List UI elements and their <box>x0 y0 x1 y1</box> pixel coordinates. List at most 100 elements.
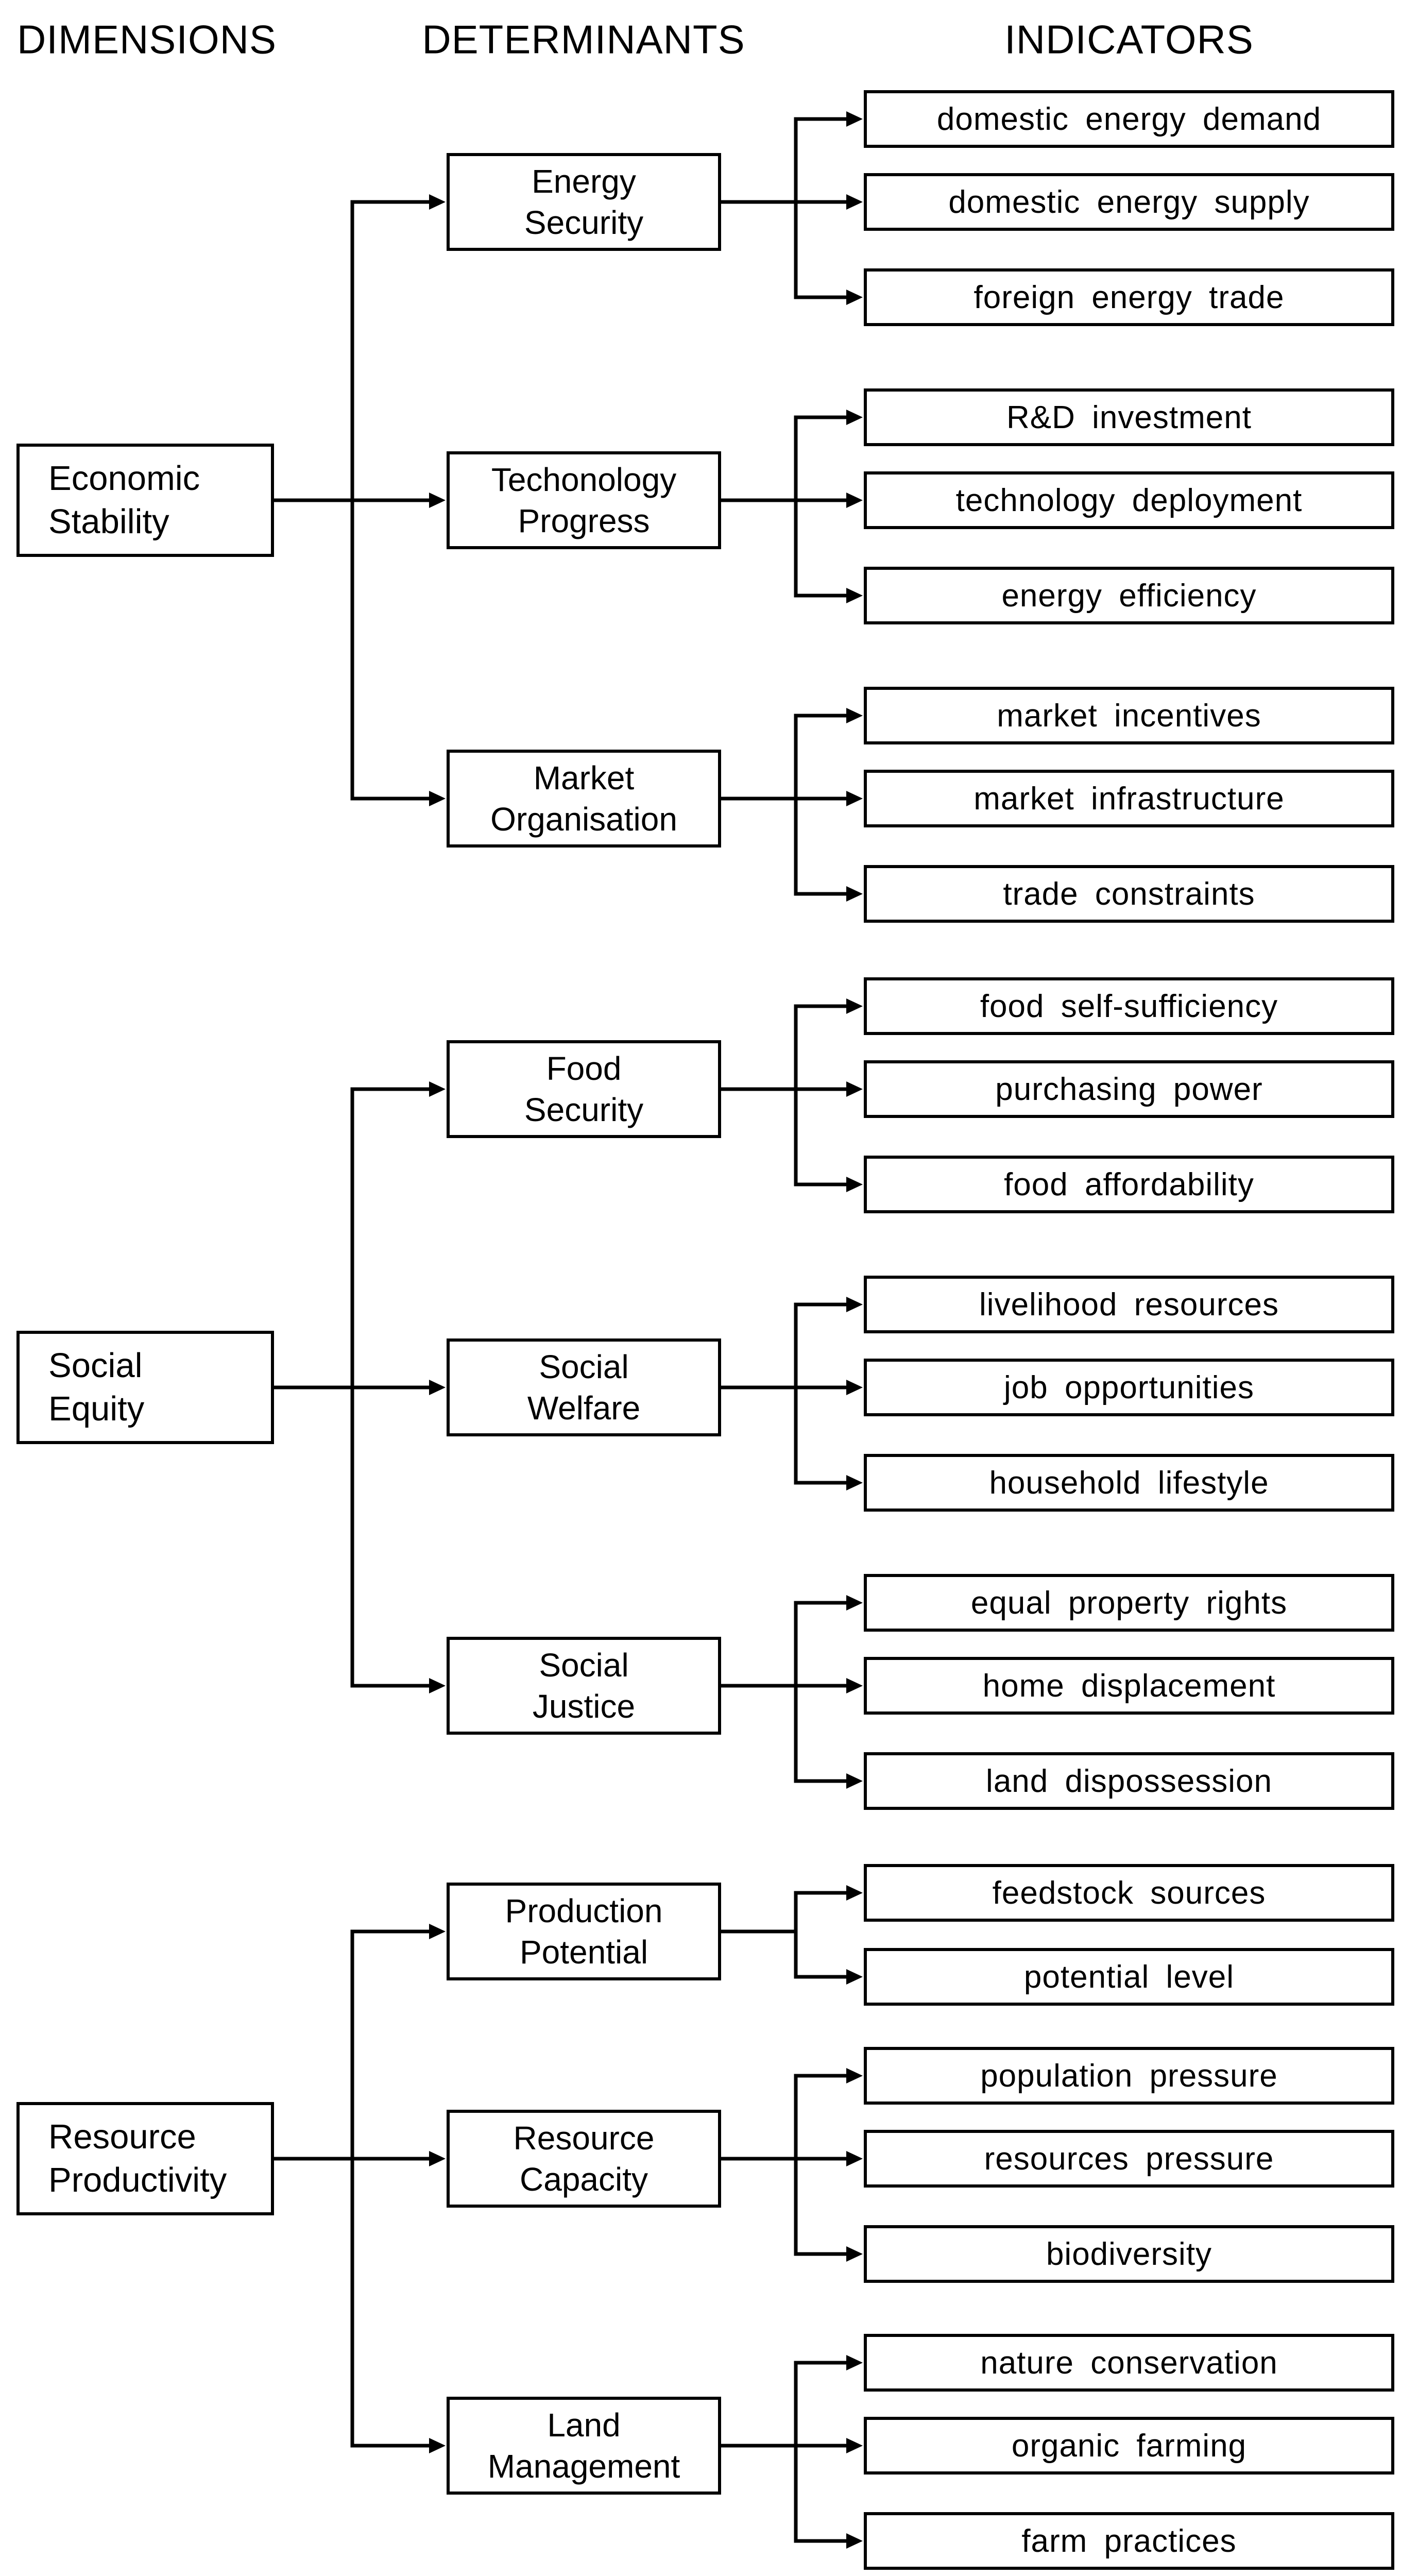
indicator-box: land dispossession <box>864 1752 1394 1810</box>
indicator-label: potential level <box>1023 1959 1235 1995</box>
indicator-label: population pressure <box>980 2058 1278 2094</box>
arrowhead-icon <box>846 1885 863 1901</box>
arrowhead-icon <box>846 2438 863 2453</box>
indicator-box: technology deployment <box>864 471 1394 529</box>
indicator-box: market infrastructure <box>864 770 1394 827</box>
arrowhead-icon <box>429 1678 446 1693</box>
arrowhead-icon <box>429 1924 446 1939</box>
indicator-box: job opportunities <box>864 1359 1394 1416</box>
indicator-box: foreign energy trade <box>864 268 1394 326</box>
indicator-box: energy efficiency <box>864 567 1394 624</box>
indicator-label: food self-sufficiency <box>980 988 1278 1024</box>
indicator-box: trade constraints <box>864 865 1394 923</box>
determinant-label-line: Market <box>533 759 635 796</box>
indicator-box: food affordability <box>864 1156 1394 1213</box>
dimension-label-line: Economic <box>48 459 200 498</box>
arrowhead-icon <box>429 2438 446 2453</box>
indicator-label: market incentives <box>997 698 1261 734</box>
indicator-box: food self-sufficiency <box>864 977 1394 1035</box>
arrowhead-icon <box>429 1081 446 1097</box>
arrowhead-icon <box>846 2246 863 2262</box>
indicator-box: domestic energy supply <box>864 173 1394 231</box>
arrowhead-icon <box>846 1595 863 1611</box>
indicator-label: resources pressure <box>984 2141 1274 2177</box>
determinant-label-line: Management <box>487 2448 680 2485</box>
indicator-label: job opportunities <box>1004 1369 1254 1405</box>
indicator-box: equal property rights <box>864 1574 1394 1632</box>
determinant-label-line: Capacity <box>520 2161 648 2198</box>
arrowhead-icon <box>846 2355 863 2370</box>
arrowhead-icon <box>846 1297 863 1312</box>
arrowhead-icon <box>846 194 863 210</box>
determinant-label-line: Progress <box>518 502 650 539</box>
indicator-label: food affordability <box>1004 1166 1254 1202</box>
indicator-label: feedstock sources <box>992 1875 1266 1911</box>
arrowhead-icon <box>846 1678 863 1693</box>
determinant-label-line: Potential <box>519 1934 648 1971</box>
arrowhead-icon <box>846 111 863 127</box>
determinant-label-line: Techonology <box>491 461 677 498</box>
arrowhead-icon <box>846 2068 863 2083</box>
arrowhead-icon <box>846 290 863 305</box>
indicator-box: livelihood resources <box>864 1276 1394 1333</box>
indicator-label: livelihood resources <box>979 1286 1279 1323</box>
indicator-label: energy efficiency <box>1001 578 1257 614</box>
determinant-label-line: Security <box>524 1091 644 1128</box>
indicator-box: nature conservation <box>864 2334 1394 2392</box>
indicator-box: population pressure <box>864 2047 1394 2105</box>
indicator-box: home displacement <box>864 1657 1394 1715</box>
indicator-label: organic farming <box>1011 2428 1247 2464</box>
indicator-box: farm practices <box>864 2512 1394 2570</box>
dimension-label-line: Stability <box>48 502 169 541</box>
arrowhead-icon <box>846 1773 863 1789</box>
arrowhead-icon <box>429 194 446 210</box>
indicator-label: domestic energy demand <box>936 101 1322 137</box>
column-header-determinants: DETERMINANTS <box>422 16 745 62</box>
arrowhead-icon <box>846 493 863 508</box>
determinant-label-line: Security <box>524 204 644 241</box>
determinant-label-line: Organisation <box>490 801 677 838</box>
indicator-label: purchasing power <box>995 1071 1263 1107</box>
indicator-box: feedstock sources <box>864 1864 1394 1922</box>
arrowhead-icon <box>429 791 446 806</box>
determinant-label-line: Social <box>539 1348 629 1385</box>
indicator-label: foreign energy trade <box>973 279 1285 315</box>
determinant-label-line: Energy <box>532 163 636 200</box>
indicator-box: purchasing power <box>864 1060 1394 1118</box>
dimension-label-line: Social <box>48 1346 143 1385</box>
indicator-label: equal property rights <box>970 1585 1288 1621</box>
determinant-label-line: Welfare <box>527 1389 641 1427</box>
indicator-box: domestic energy demand <box>864 90 1394 148</box>
arrowhead-icon <box>846 791 863 806</box>
indicator-label: biodiversity <box>1046 2236 1212 2272</box>
indicator-label: farm practices <box>1021 2523 1237 2559</box>
arrowhead-icon <box>846 1380 863 1395</box>
dimension-label-line: Equity <box>48 1389 145 1428</box>
arrowhead-icon <box>429 493 446 508</box>
indicator-label: market infrastructure <box>973 781 1285 817</box>
indicator-box: R&D investment <box>864 388 1394 446</box>
column-header-dimensions: DIMENSIONS <box>16 16 277 62</box>
indicator-label: R&D investment <box>1006 399 1252 435</box>
arrowhead-icon <box>846 2533 863 2549</box>
indicator-label: technology deployment <box>955 482 1303 518</box>
determinant-label-line: Resource <box>513 2120 655 2157</box>
indicator-box: organic farming <box>864 2417 1394 2475</box>
indicator-box: market incentives <box>864 687 1394 744</box>
arrowhead-icon <box>429 1380 446 1395</box>
indicator-label: home displacement <box>982 1668 1276 1704</box>
arrowhead-icon <box>846 708 863 723</box>
arrowhead-icon <box>846 1475 863 1490</box>
dimension-label-line: Resource <box>48 2117 196 2157</box>
indicator-label: trade constraints <box>1003 876 1255 912</box>
arrowhead-icon <box>846 886 863 902</box>
